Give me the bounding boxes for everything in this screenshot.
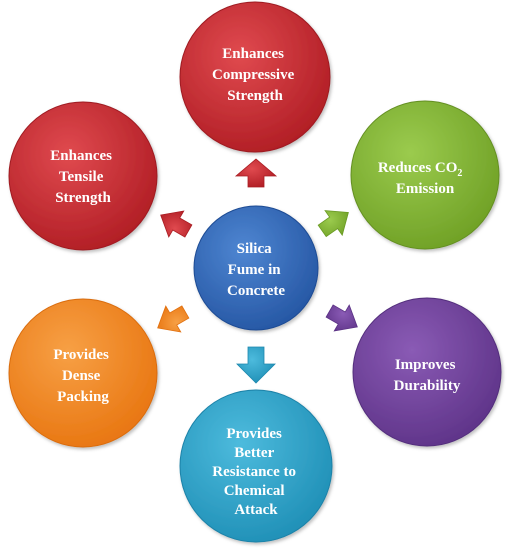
node-label: Enhances Tensile Strength	[50, 148, 115, 206]
node-label: Enhances Compressive Strength	[212, 46, 298, 104]
node-label: Reduces CO2 Emission	[378, 160, 466, 197]
center-circle	[193, 205, 319, 331]
arrow-to-tensile-strength	[160, 210, 193, 238]
node-label: Improves Durability	[394, 357, 461, 394]
node-circle	[8, 298, 158, 448]
arrows-group	[157, 158, 358, 384]
arrow-to-compressive-strength	[234, 158, 278, 188]
arrow-to-dense-packing	[157, 305, 190, 333]
arrow-to-durability	[325, 304, 358, 332]
arrow-to-co2-emission	[317, 210, 349, 238]
node-circle	[179, 1, 331, 153]
node-circle	[350, 100, 500, 250]
node-label: Provides Dense Packing	[53, 347, 112, 405]
node-label: Provides Better Resistance to Chemical A…	[212, 426, 299, 518]
node-durability: Improves Durability	[352, 297, 502, 447]
node-compressive-strength: Enhances Compressive Strength	[179, 1, 331, 153]
center-node: Silica Fume in Concrete	[193, 205, 319, 331]
node-circle	[8, 101, 158, 251]
node-circle	[352, 297, 502, 447]
node-circle	[179, 389, 333, 543]
arrow-to-chemical-attack	[236, 346, 276, 384]
node-dense-packing: Provides Dense Packing	[8, 298, 158, 448]
node-co2-emission: Reduces CO2 Emission	[350, 100, 500, 250]
node-tensile-strength: Enhances Tensile Strength	[8, 101, 158, 251]
center-label: Silica Fume in Concrete	[227, 241, 285, 299]
node-chemical-attack: Provides Better Resistance to Chemical A…	[179, 389, 333, 543]
